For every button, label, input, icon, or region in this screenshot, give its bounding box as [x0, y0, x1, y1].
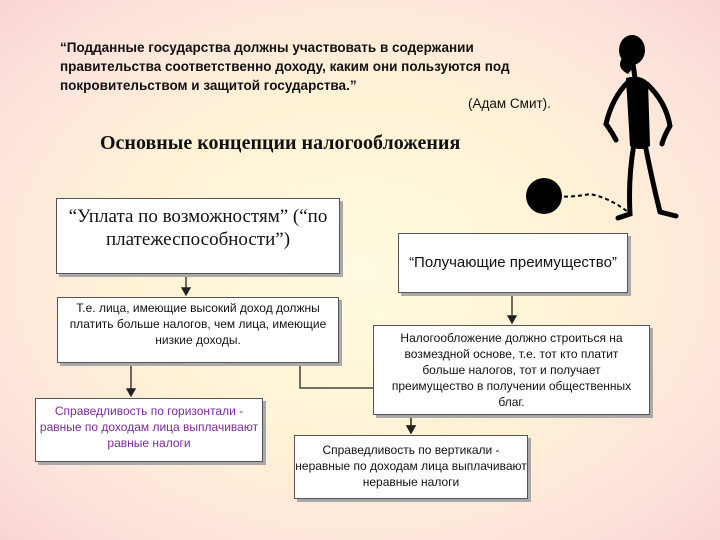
stick-figure-with-ball-and-chain-icon [526, 35, 679, 221]
box-ability-description-label: Т.е. лица, имеющие высокий доход должны … [69, 301, 327, 347]
box-horizontal-equity: Справедливость по горизонтали - равные п… [35, 398, 263, 462]
diagram-heading: Основные концепции налогообложения [100, 132, 461, 154]
quote-author: (Адам Смит). [468, 96, 551, 111]
box-benefit-received: “Получающие преимущество” [398, 233, 628, 293]
box-vertical-equity: Справедливость по вертикали - неравные п… [294, 435, 528, 499]
box-benefit-received-label: “Получающие преимущество” [409, 254, 617, 271]
quote-text: “Подданные государства должны участвоват… [60, 40, 510, 93]
box-ability-to-pay-label: “Уплата по возможностям” (“по платежеспо… [68, 206, 328, 250]
box-benefit-description: Налогообложение должно строиться на возм… [373, 325, 650, 415]
box-ability-to-pay: “Уплата по возможностям” (“по платежеспо… [56, 198, 340, 274]
box-vertical-equity-label: Справедливость по вертикали - неравные п… [295, 443, 527, 489]
box-ability-description: Т.е. лица, имеющие высокий доход должны … [57, 297, 339, 363]
box-benefit-description-label: Налогообложение должно строиться на возм… [391, 331, 632, 409]
box-horizontal-equity-label: Справедливость по горизонтали - равные п… [39, 404, 259, 450]
